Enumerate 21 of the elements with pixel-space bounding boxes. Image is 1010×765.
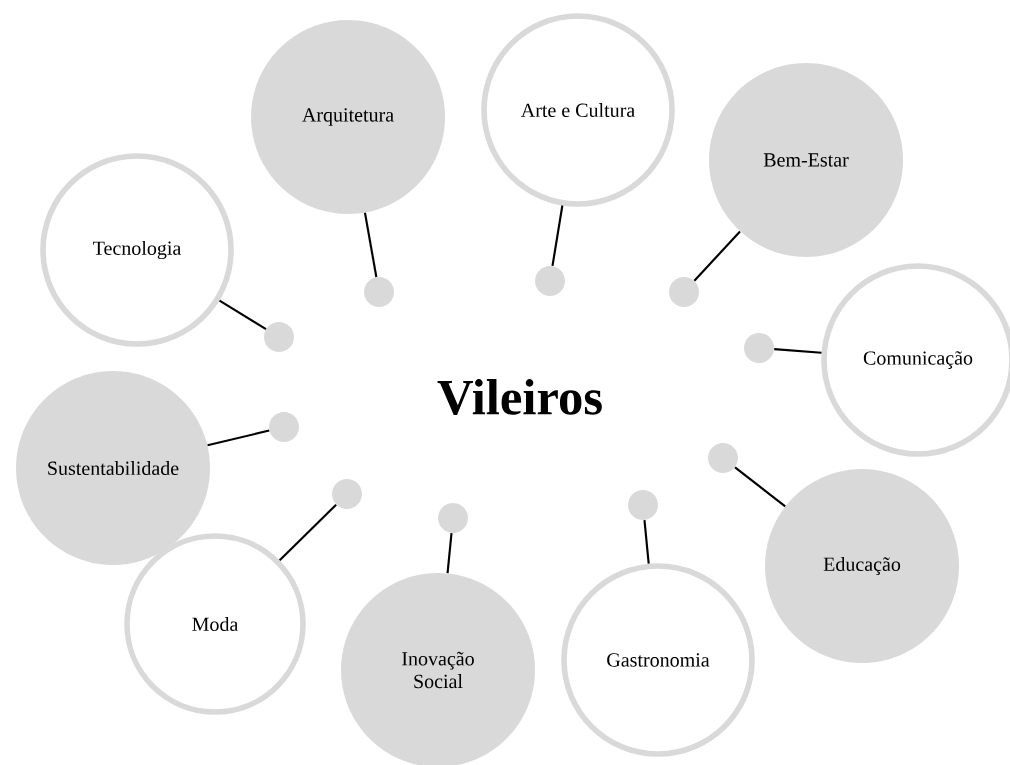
connector-line [551,205,564,267]
dot [628,490,658,520]
dot [535,266,565,296]
connector-line [207,429,270,447]
connector-line [446,533,453,574]
connector-line [774,348,822,354]
dot [364,277,394,307]
dot [264,322,294,352]
connector-line [734,466,786,508]
center-title: Vileiros [437,379,602,415]
dot [744,333,774,363]
connector-line [693,230,741,282]
connector-line [363,212,378,278]
connector-line [643,520,650,564]
connector-line [278,503,337,562]
dot [438,503,468,533]
dot [332,479,362,509]
dot [669,277,699,307]
dot [269,412,299,442]
dot [708,443,738,473]
connector-line [219,299,267,330]
